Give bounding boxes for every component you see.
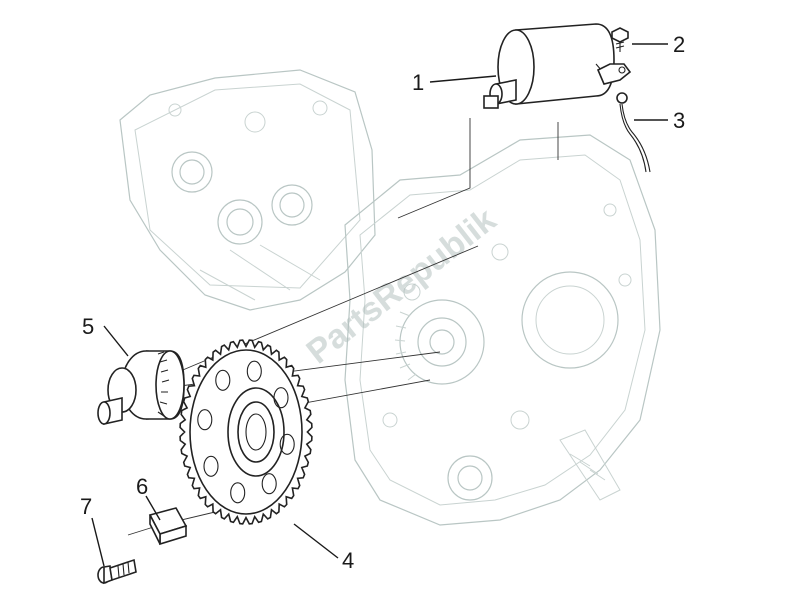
starter-motor (483, 23, 632, 109)
engine-crankcase-background (119, 69, 661, 526)
gear-hole (279, 433, 295, 455)
leader-lines (91, 43, 668, 567)
callout-7: 7 (80, 494, 92, 519)
gear-hole (197, 409, 213, 431)
gear-hole (273, 387, 289, 409)
callout-1: 1 (412, 70, 424, 95)
gear-hole (246, 360, 262, 382)
callout-3: 3 (673, 108, 685, 133)
callout-6: 6 (136, 474, 148, 499)
callout-2: 2 (673, 32, 685, 57)
watermark-text: PartsRepublik (300, 201, 504, 372)
callout-5: 5 (82, 314, 94, 339)
intermediate-gear (97, 350, 185, 425)
cable (616, 92, 651, 173)
gear-hole (215, 369, 231, 391)
bolt (97, 558, 137, 585)
gear-hole (230, 482, 246, 504)
callout-4: 4 (342, 548, 354, 573)
starter-gear (179, 339, 313, 525)
bushing (148, 507, 188, 546)
gear-hole (203, 455, 219, 477)
screw (611, 27, 629, 52)
gear-hole (261, 473, 277, 495)
callout-numbers: 1 2 3 4 5 6 7 (80, 32, 685, 573)
